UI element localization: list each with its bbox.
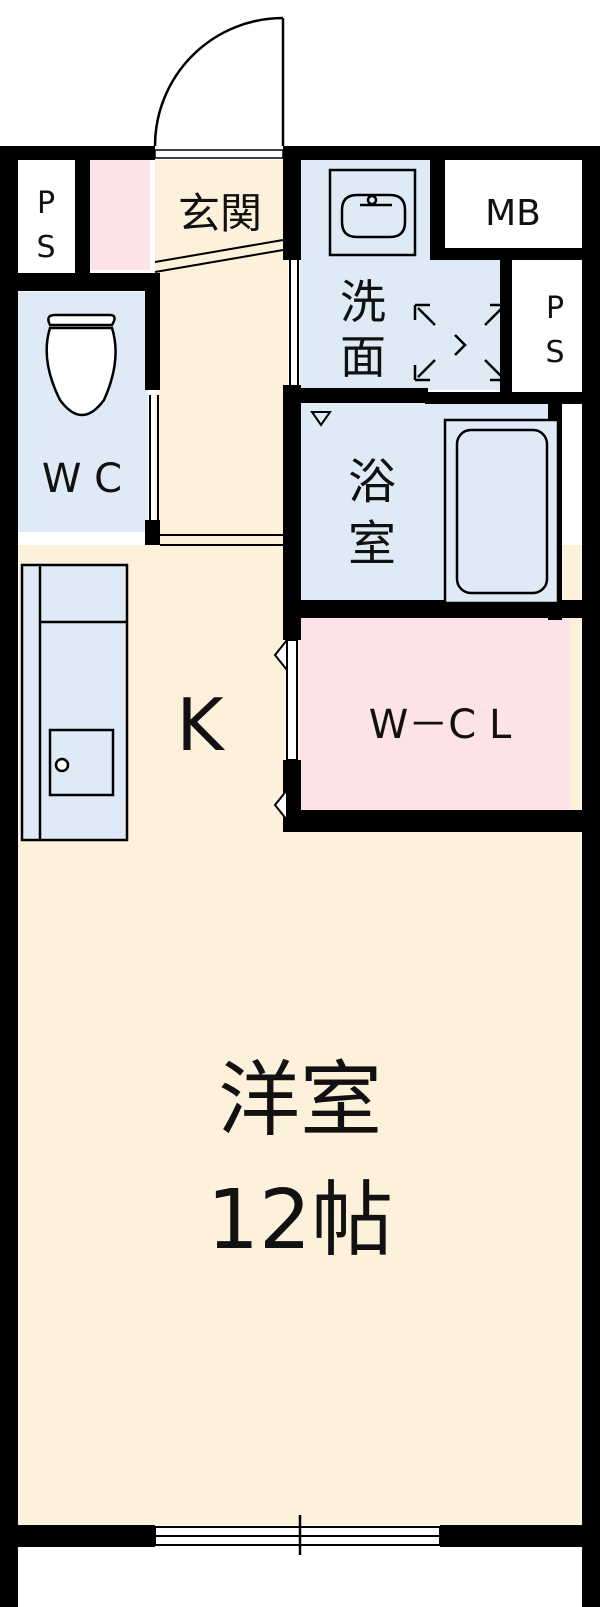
wc-label: W C: [42, 456, 122, 502]
senmen-label-1: 洗: [340, 275, 386, 329]
genkan-label: 玄関: [178, 189, 262, 238]
ps-top-box: [18, 160, 75, 273]
wcl-label: W－C L: [369, 702, 512, 748]
ps-top-label-p: P: [37, 186, 55, 221]
ps-right-label-p: P: [546, 291, 564, 326]
floor-walk-in-closet: [300, 618, 570, 815]
outer-walls: [0, 146, 600, 1607]
senmen-label-2: 面: [340, 330, 386, 384]
ps-right-box: [512, 260, 582, 390]
yokushitsu-label-2: 室: [348, 516, 396, 572]
ps-top-label-s: S: [36, 230, 55, 265]
toilet-icon: [45, 313, 117, 417]
mb-label: MB: [485, 193, 541, 234]
floor-hallway: [155, 160, 288, 550]
bath-door-icon: [310, 411, 332, 427]
ps-right-label-s: S: [545, 335, 564, 370]
door-swing-icon: [153, 16, 285, 159]
floor-shoe-box: [90, 160, 150, 270]
yoshitsu-label: 洋室: [218, 1053, 382, 1148]
kitchen-counter: [20, 563, 129, 842]
bathtub-icon: [443, 418, 560, 605]
wcl-door-icon: [273, 637, 298, 823]
window-icon: [154, 1515, 441, 1555]
partition-lines: [149, 239, 299, 546]
kitchen-label: K: [176, 683, 225, 767]
washer-pan-icon: [413, 303, 507, 382]
washbasin-icon: [328, 168, 417, 257]
yokushitsu-label-1: 浴: [348, 454, 396, 510]
mb-box: [445, 160, 582, 248]
yoshitsu-size-label: 12帖: [207, 1173, 393, 1268]
